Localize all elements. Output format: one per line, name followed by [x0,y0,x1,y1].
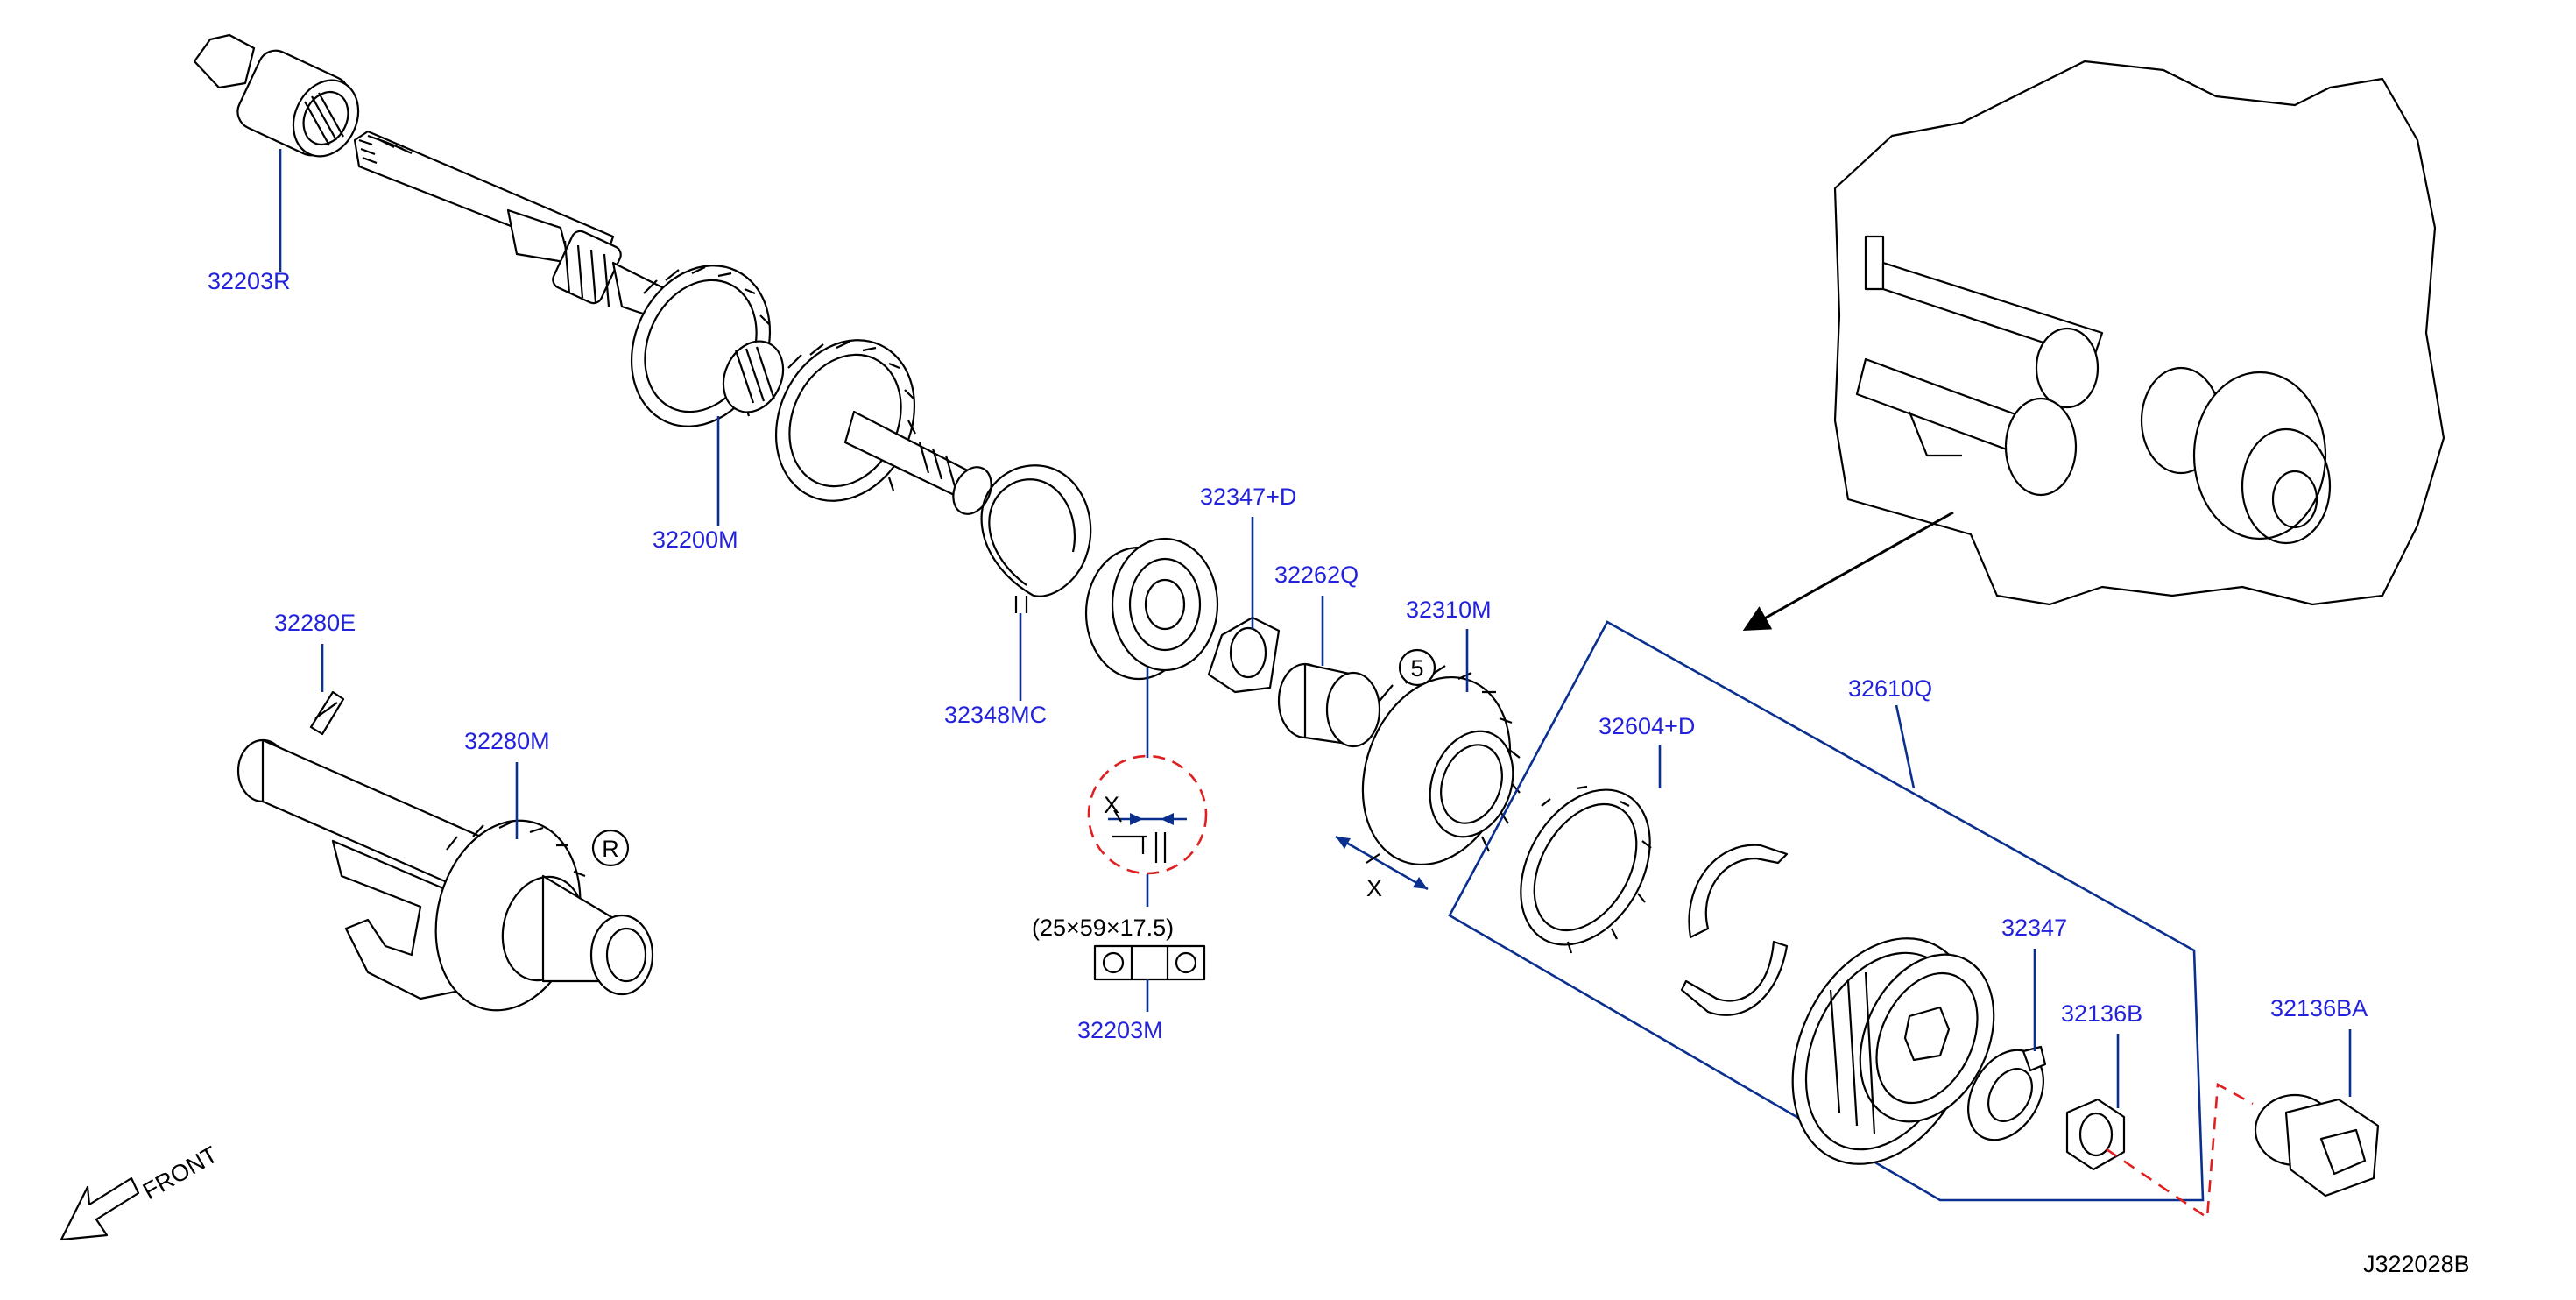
gear-width-dimension [1335,835,1429,891]
front-arrow-icon [60,1176,140,1241]
spring-pieces-drawing [1680,844,1789,1016]
snap-ring-drawing [980,464,1092,613]
gear-dimension-x-label: X [1366,875,1382,901]
circle-mark-5-label: 5 [1410,655,1423,682]
circle-mark-r-label: R [602,836,619,862]
label-32203M: 32203M [1077,1017,1163,1043]
dimension-x-leader [1113,809,1122,823]
gear-dimension-x-leader [1366,853,1380,864]
nut-drawing [2065,1098,2126,1171]
bearing-size-label: (25×59×17.5) [1032,915,1174,941]
diagram-code: J322028B [2363,1251,2470,1277]
pilot-bearing-drawing [193,33,360,158]
circle-mark-r [591,829,630,867]
label-32347: 32347 [2001,915,2067,941]
flange-nut-drawing [2254,1093,2380,1198]
synchronizer-hub-drawing [1791,937,1995,1165]
label-32610Q: 32610Q [1848,675,1932,702]
reverse-idler-shaft-drawing [236,738,654,1012]
gear-dimension-arrowheads [1336,837,1428,889]
label-32310M: 32310M [1406,597,1492,623]
label-32136BA: 32136BA [2270,995,2368,1021]
label-32347D: 32347+D [1200,484,1296,510]
label-32136B: 32136B [2061,1000,2142,1027]
mainshaft-drawing [353,130,676,326]
fifth-gear-drawing [1361,665,1521,866]
nut-reference-dash-line [2106,1082,2254,1220]
label-32604D: 32604+D [1599,713,1695,739]
reverse-idler-pin-drawing [309,690,345,736]
bushing-drawing [1207,616,1281,694]
bearing-detail-circle [1087,754,1208,875]
collar-drawing [1277,662,1381,748]
label-32348MC: 32348MC [944,702,1047,728]
label-32200M: 32200M [653,526,738,553]
label-32280M: 32280M [464,728,550,754]
group-outline-32610Q [1448,620,2205,1202]
label-32280E: 32280E [274,610,356,636]
label-32262Q: 32262Q [1274,562,1359,588]
label-32203R: 32203R [208,268,291,294]
transmission-case-drawing [1833,60,2445,606]
dimension-arrowheads [1130,813,1174,825]
leader-32610Q [1895,704,1916,789]
circle-mark-5 [1398,648,1436,687]
callout-arrow [1742,511,1954,631]
baulk-ring-drawing [1520,785,1652,954]
counter-gear-cluster-drawing [630,265,992,515]
ball-bearing-drawing [1084,537,1219,681]
front-label: FRONT [138,1141,222,1205]
bearing-section-icon [1093,944,1206,981]
dimension-x-label: X [1104,792,1119,818]
bearing-cross-section [1112,832,1167,863]
